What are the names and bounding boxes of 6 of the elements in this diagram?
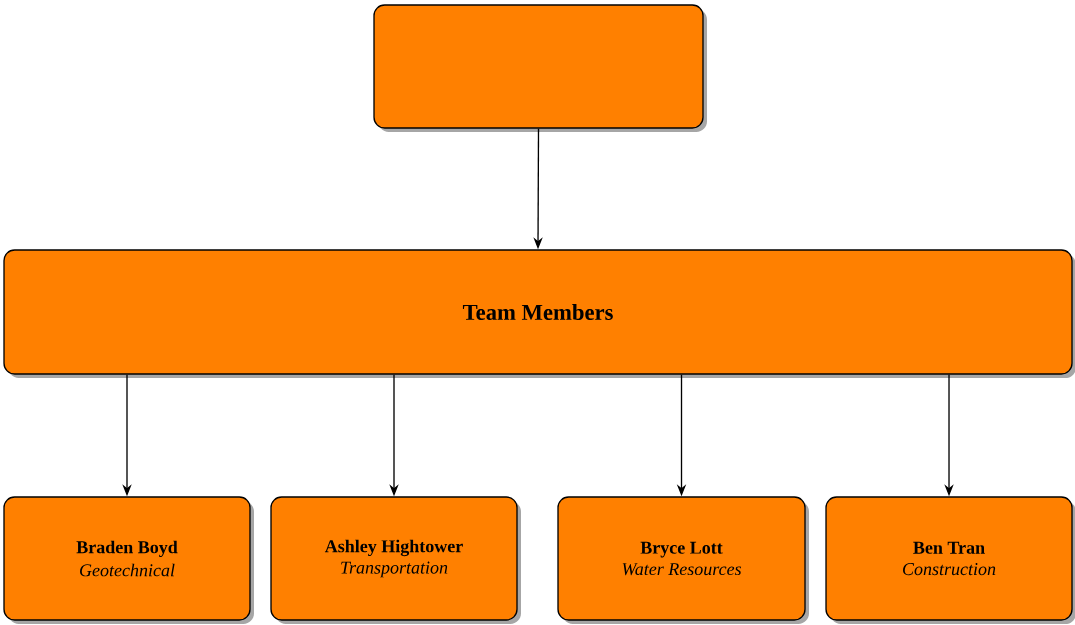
group-box: Team Members bbox=[3, 249, 1075, 378]
person-box: Ben Tran Construction bbox=[825, 496, 1075, 624]
person-box: Braden Boyd Geotechnical bbox=[3, 496, 254, 624]
person-box: Bryce Lott Water Resources bbox=[557, 496, 809, 624]
org-box bbox=[373, 4, 707, 132]
person-box: Ashley Hightower Transportation bbox=[270, 496, 521, 624]
